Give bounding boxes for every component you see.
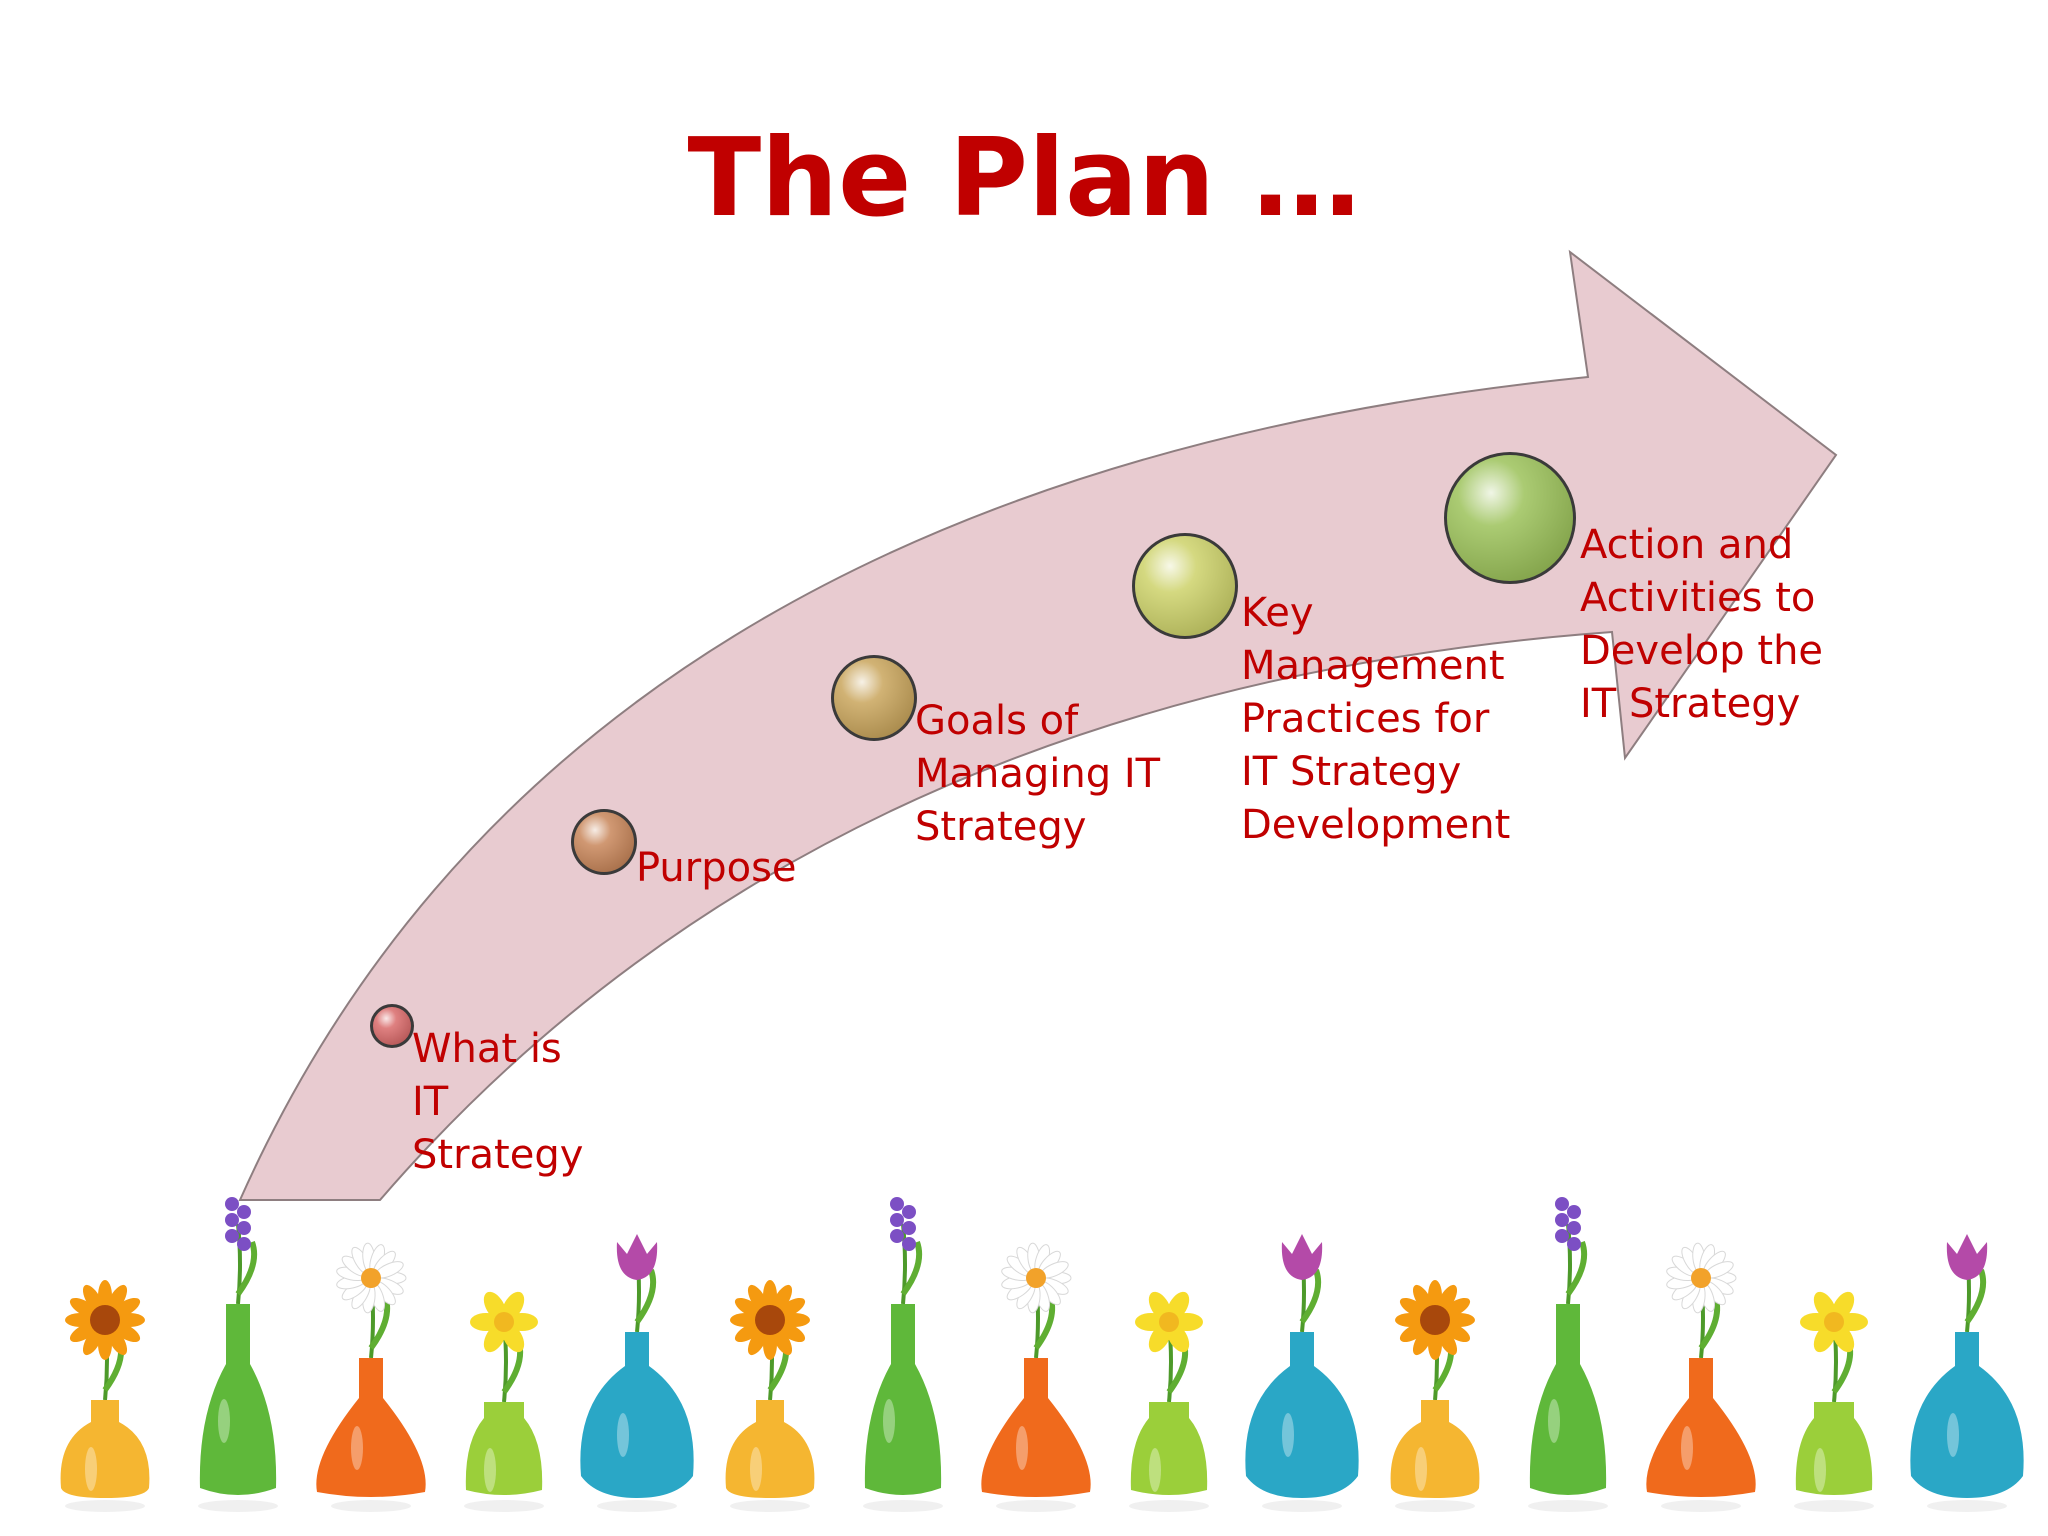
vase-hyacinth: [863, 1197, 943, 1512]
step-bubble-key-management-practices: [1132, 533, 1238, 639]
vase-sunflower: [60, 1280, 150, 1512]
vase-hyacinth: [1528, 1197, 1608, 1512]
vase-daffodil: [464, 1291, 544, 1512]
vase-hyacinth: [198, 1197, 278, 1512]
vase-daisy: [316, 1242, 426, 1512]
step-bubble-action-and-activities: [1444, 452, 1576, 584]
slide-title: The Plan …: [687, 116, 1361, 241]
vase-daisy: [1646, 1242, 1756, 1512]
vase-tulip: [580, 1234, 694, 1512]
step-label-action-and-activities: Action and Activities to Develop the IT …: [1580, 522, 1824, 727]
vase-tulip: [1245, 1234, 1359, 1512]
step-bubble-purpose: [571, 809, 637, 875]
step-label-key-management-practices: Key Management Practices for IT Strategy…: [1241, 590, 1511, 848]
vase-sunflower: [725, 1280, 815, 1512]
vase-daffodil: [1794, 1291, 1874, 1512]
vase-daisy: [981, 1242, 1091, 1512]
step-label-goals: Goals of Managing IT Strategy: [915, 698, 1161, 850]
curved-arrow: [238, 249, 1838, 1201]
vase-daffodil: [1129, 1291, 1209, 1512]
vase-row-decoration: [60, 1197, 2024, 1512]
step-bubbles: [370, 452, 1576, 1048]
step-label-purpose: Purpose: [636, 845, 797, 891]
step-bubble-goals: [831, 655, 917, 741]
step-label-what-is-it-strategy: What is IT Strategy: [412, 1026, 584, 1178]
vase-tulip: [1910, 1234, 2024, 1512]
vase-sunflower: [1390, 1280, 1480, 1512]
step-bubble-what-is-it-strategy: [370, 1004, 414, 1048]
